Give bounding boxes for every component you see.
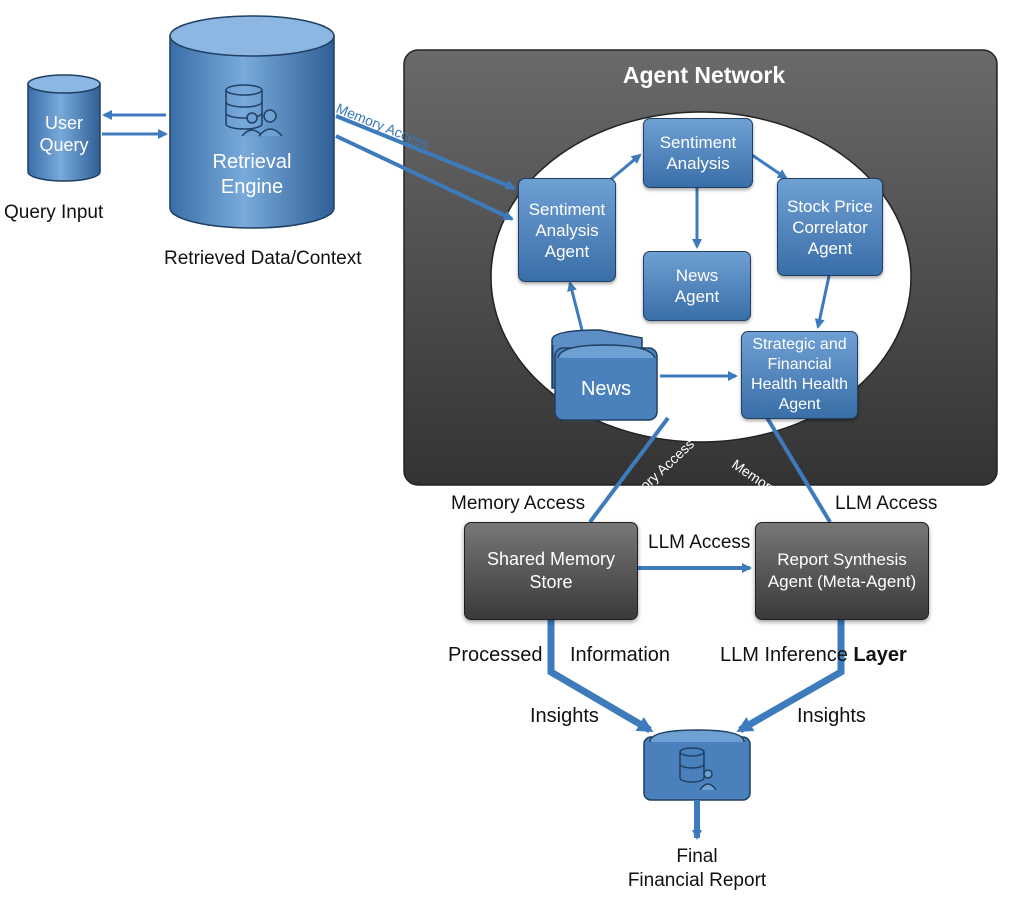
llm-access-mid-label: LLM Access [648,532,751,553]
llm-inference-label: LLM Inference Layer [720,644,907,667]
shared-memory-store: Shared Memory Store [464,522,638,620]
arrow-stock-to-strategic [814,275,831,329]
arrow-top-to-stock [751,153,788,180]
llm-inference-text: LLM Inference [720,644,848,666]
agent-stock-price-correlator: Stock Price Correlator Agent [777,178,883,276]
arrow-memory-to-final [547,620,654,734]
retrieval-engine-label: Retrieval Engine [212,151,292,198]
arrow-memory-access-2 [335,134,514,221]
agent-sentiment-analysis-top: Sentiment Analysis [643,118,753,188]
arrow-news-to-left [567,281,584,331]
agent-network-title: Agent Network [622,62,786,88]
agent-news: News Agent [643,251,751,321]
database-user-icon [225,84,283,137]
final-report-icon [643,729,751,801]
information-label: Information [570,644,671,666]
layer-text: Layer [853,644,907,666]
insights-left-label: Insights [530,705,599,727]
insights-right-label: Insights [797,705,866,727]
agent-strategic-financial-health: Strategic and Financial Health Health Ag… [741,331,858,419]
news-label: News [580,378,631,400]
arrow-left-to-top [609,153,642,182]
agent-sentiment-analysis-left: Sentiment Analysis Agent [518,178,616,282]
report-synthesis-agent: Report Synthesis Agent (Meta-Agent) [755,522,929,620]
line-news-to-memory [588,416,670,524]
line-strategic-to-report [764,414,832,524]
retrieved-data-label: Retrieved Data/Context [164,248,362,269]
news-stack [551,329,658,421]
processed-label: Processed [448,644,543,666]
user-query-label: User Query [39,113,89,155]
llm-access-right-label: LLM Access [835,493,938,514]
arrow-memory-access-1 [335,114,516,190]
final-financial-report-label: Final Financial Report [627,846,767,891]
user-query-cylinder [27,74,101,182]
arrow-report-to-final [736,620,845,734]
query-input-label: Query Input [4,202,104,223]
memory-access-label: Memory Access [451,493,586,514]
